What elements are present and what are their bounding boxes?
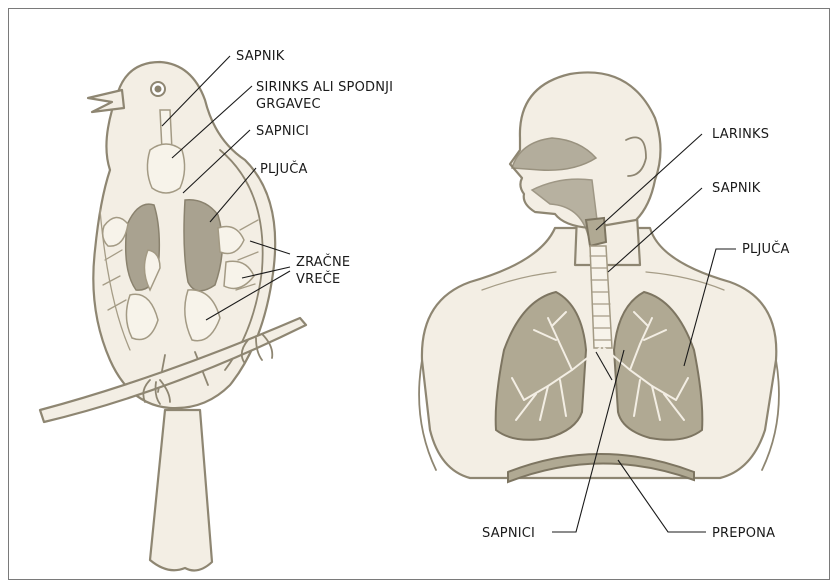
label-human-trachea: SAPNIK [712, 181, 761, 196]
label-bird-trachea: SAPNIK [236, 49, 285, 64]
label-bird-lungs: PLJUČA [260, 161, 308, 177]
label-human-lungs: PLJUČA [742, 241, 790, 257]
human-larynx [586, 218, 606, 246]
label-air-sacs-line2: VREČE [296, 271, 340, 287]
label-syrinx-line2: GRGAVEC [256, 97, 321, 112]
label-larynx: LARINKS [712, 127, 769, 142]
bird-tail [150, 410, 212, 570]
label-syrinx-line1: SIRINKS ALI SPODNJI [256, 80, 393, 95]
bird-pupil [155, 86, 162, 93]
label-bird-bronchi: SAPNICI [256, 124, 309, 139]
label-air-sacs-line1: ZRAČNE [296, 254, 350, 270]
label-human-bronchi: SAPNICI [482, 526, 535, 541]
label-diaphragm: PREPONA [712, 526, 775, 541]
bird-beak [88, 90, 124, 112]
